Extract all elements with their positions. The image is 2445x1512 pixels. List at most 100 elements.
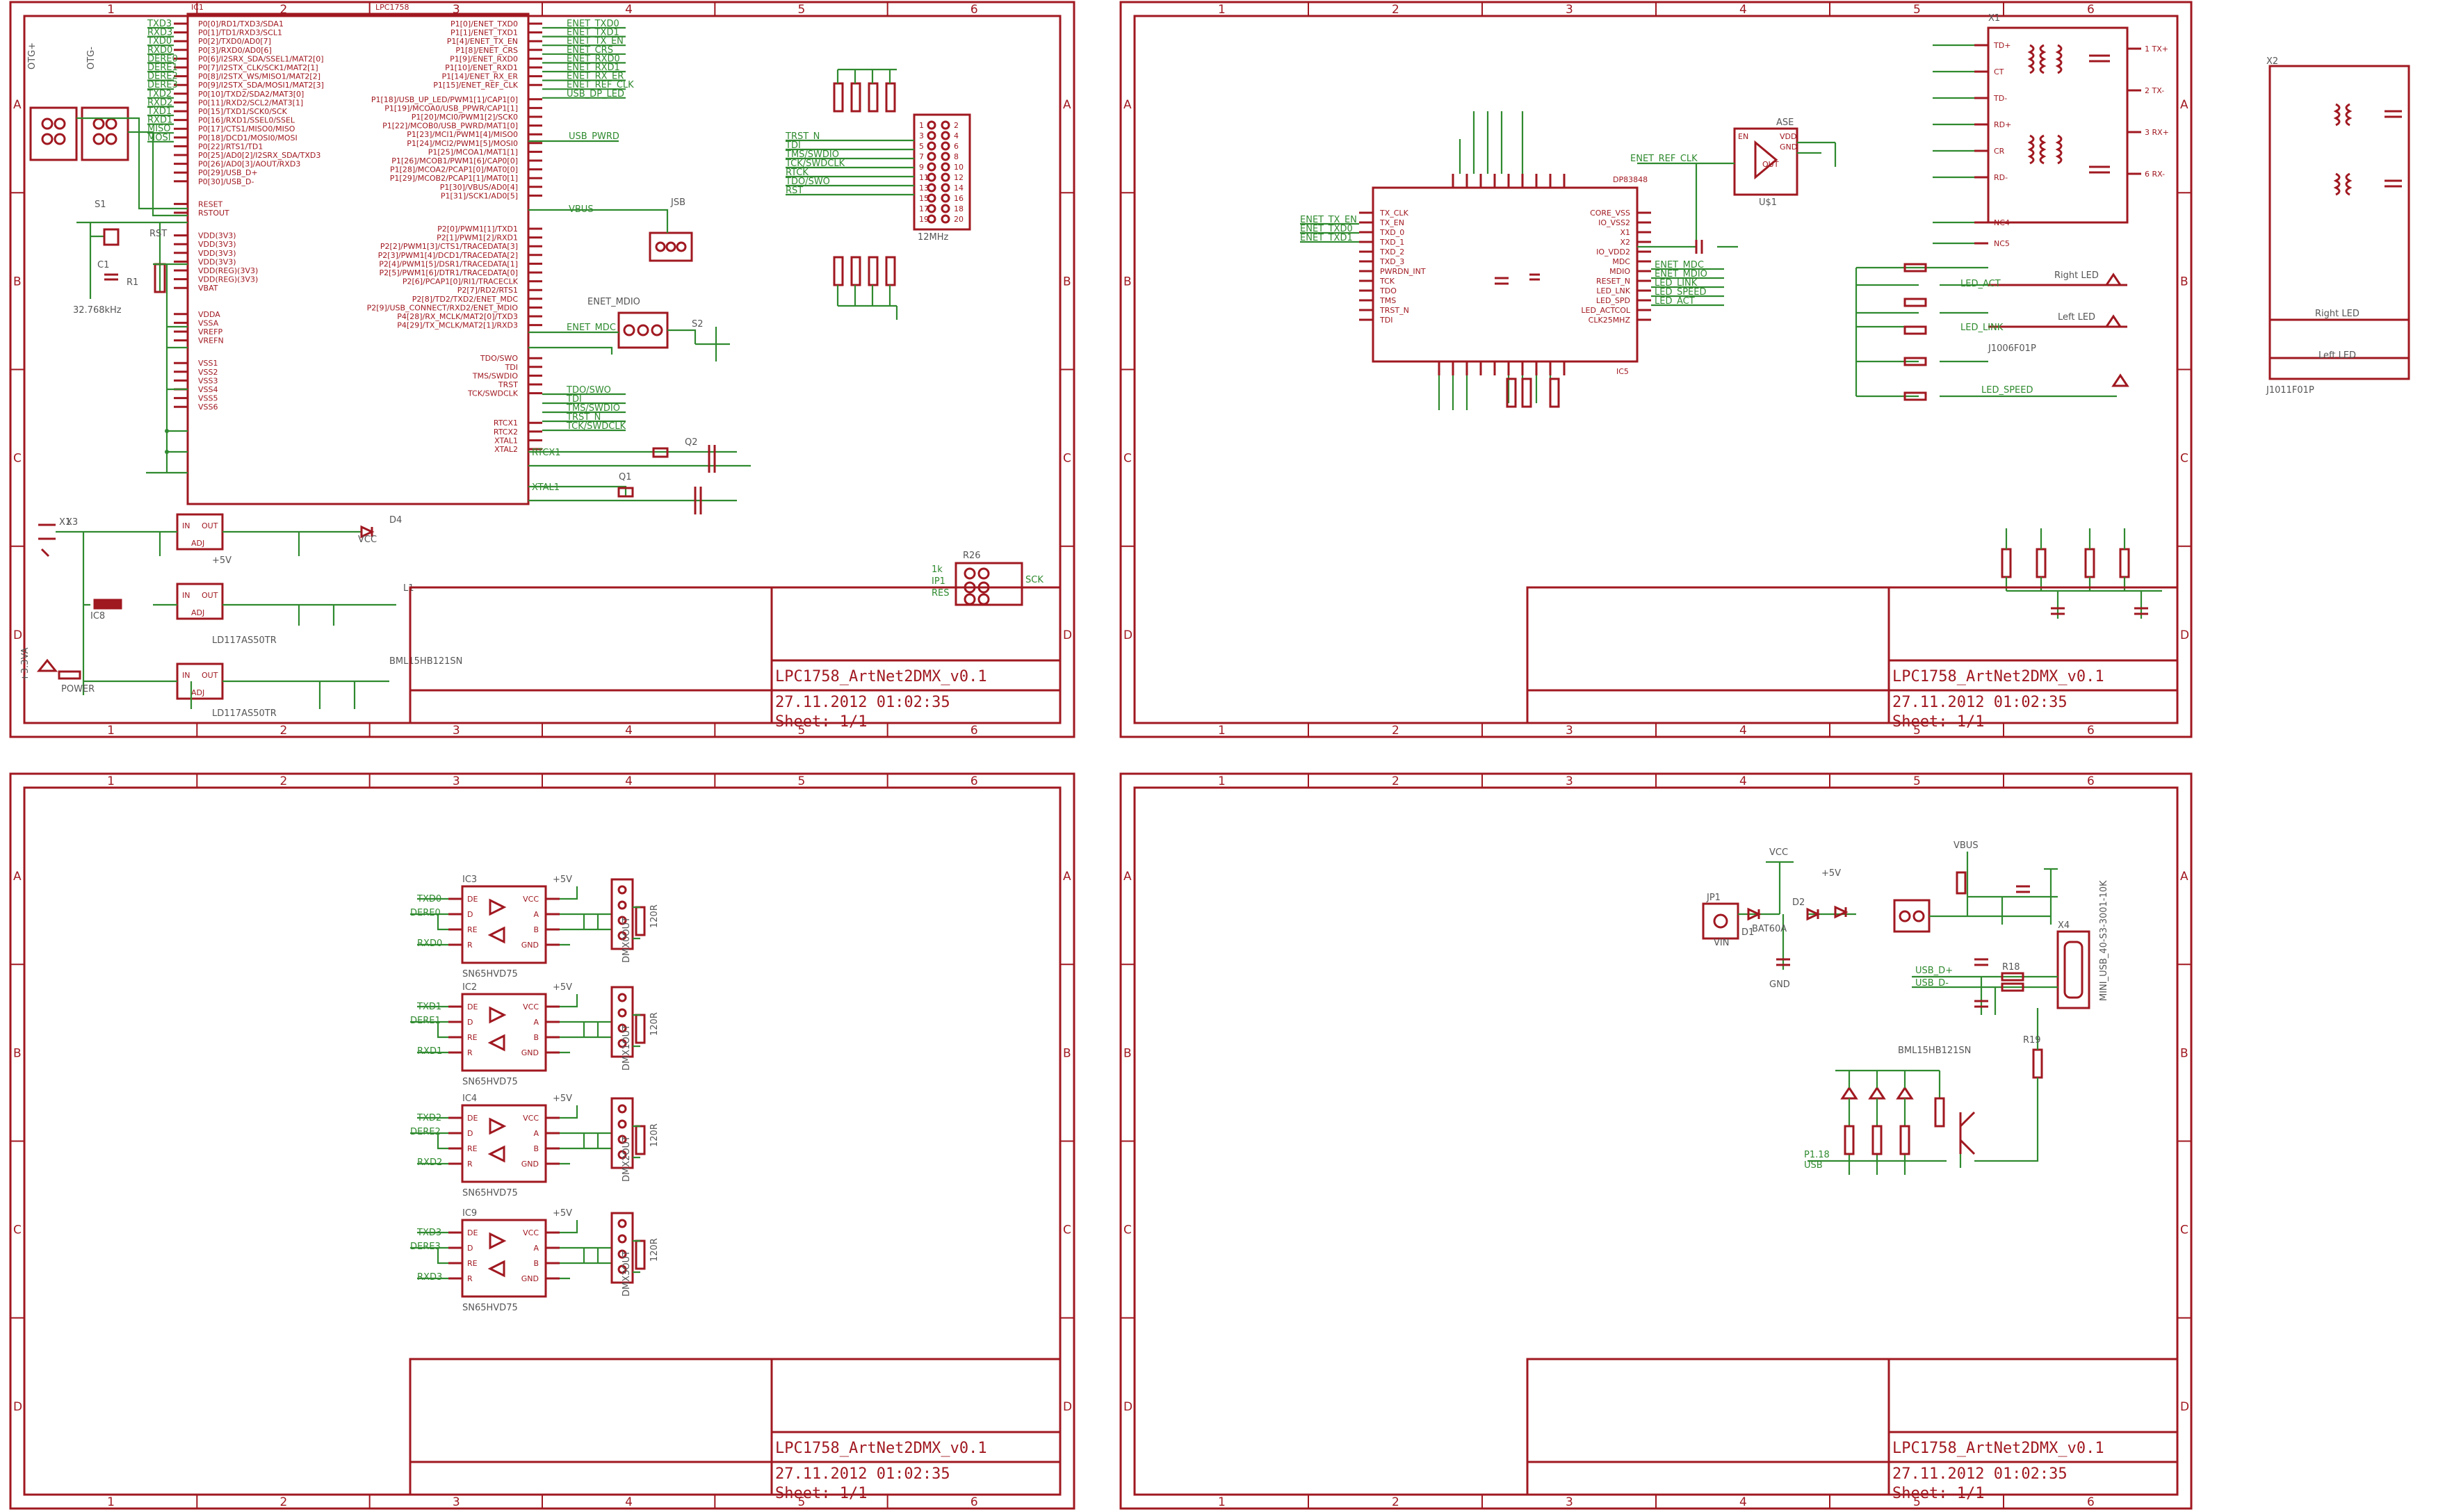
s2-label: S2 bbox=[692, 319, 704, 330]
mdio-area: ENET_MDIO ENET_MDC S2 bbox=[528, 297, 730, 361]
svg-text:18: 18 bbox=[954, 204, 964, 213]
mcu-pin-right: P1[9]/ENET_RXD0 bbox=[450, 54, 518, 63]
mcu-left-net-labels: TXD3RXD3TXD0RXD0DERE0DERE1DERE2DERE3TXD2… bbox=[147, 19, 178, 143]
grid-col-label: 2 bbox=[1392, 1495, 1399, 1509]
svg-text:A: A bbox=[533, 1018, 539, 1027]
jtag-net: RTCK bbox=[786, 168, 809, 178]
x1-pin: RD- bbox=[1994, 173, 2008, 182]
mcu-net-right: TDO/SWO bbox=[566, 385, 611, 396]
svg-text:R: R bbox=[467, 941, 473, 950]
mcu-pin-left: VDD(3V3) bbox=[198, 240, 236, 249]
magjack-x2: X2 J1011F01P Right LED Left LED bbox=[2266, 56, 2410, 396]
grid-row-label: C bbox=[1063, 452, 1071, 466]
mcu-net-right: ENET_RXD0 bbox=[567, 54, 620, 64]
mcu-net-left: DERE2 bbox=[147, 72, 178, 82]
svg-text:A: A bbox=[533, 910, 539, 919]
grid-col-label: 1 bbox=[107, 1495, 115, 1509]
svg-text:16: 16 bbox=[954, 194, 964, 203]
mcu-pin-right: P1[28]/MCOA2/PCAP1[0]/MAT0[0] bbox=[390, 165, 518, 174]
supply-label: +5V bbox=[553, 1094, 572, 1104]
mcu-net-right: TMS/SWDIO bbox=[566, 403, 620, 414]
c1-label: C1 bbox=[97, 260, 109, 270]
jtag-net: TCK/SWDCLK bbox=[785, 158, 845, 169]
svg-text:IN: IN bbox=[182, 671, 190, 680]
grid-col-label: 4 bbox=[625, 3, 633, 17]
rtcx1: RTCX1 bbox=[532, 448, 561, 458]
mosi-net: SCK bbox=[1025, 575, 1043, 585]
grid-row-label: D bbox=[1063, 628, 1072, 642]
grid-col-label: 1 bbox=[107, 774, 115, 788]
x2-left-led: Left LED bbox=[2318, 350, 2356, 361]
oscillator: ASE U$1 EN OUT VDD GND ENET_REF_CLK bbox=[1630, 117, 1837, 254]
phy-pin-left: TDI bbox=[1379, 316, 1392, 325]
title-sheet: Sheet: 1/1 bbox=[1892, 1485, 1984, 1502]
grid-col-label: 4 bbox=[1739, 724, 1747, 738]
mcu-net-right: TDI bbox=[566, 394, 582, 405]
grid-col-label: 4 bbox=[1739, 1495, 1747, 1509]
grid-row-label: B bbox=[1063, 1046, 1071, 1060]
x1-pin: NC4 bbox=[1994, 218, 2010, 227]
left-led-label: Left LED bbox=[2058, 312, 2095, 323]
grid-row-label: B bbox=[1123, 275, 1132, 288]
usb-net: USB bbox=[1804, 1160, 1823, 1171]
x2-ref: X2 bbox=[2266, 56, 2278, 67]
usb-plus3v3: BML15HB121SN bbox=[1898, 1046, 1971, 1056]
title-sheet: Sheet: 1/1 bbox=[775, 1485, 867, 1502]
usb-connector-value: MINI_USB_40-S3-3001-10K bbox=[2099, 880, 2109, 1001]
grid-col-label: 2 bbox=[280, 774, 288, 788]
grid-row-label: A bbox=[1123, 870, 1132, 884]
phy-pin-left: TX_CLK bbox=[1379, 209, 1409, 218]
q2-label: Q2 bbox=[685, 437, 698, 448]
svg-text:GND: GND bbox=[521, 1048, 539, 1057]
x1-output: 2 TX- bbox=[2145, 86, 2164, 95]
svg-text:VCC: VCC bbox=[523, 1114, 539, 1123]
svg-text:8: 8 bbox=[954, 152, 959, 161]
mcu-pin-left: P0[10]/TXD2/SDA2/MAT3[0] bbox=[198, 90, 304, 99]
svg-text:A: A bbox=[533, 1244, 539, 1253]
svg-text:2: 2 bbox=[954, 121, 959, 130]
s1-label: S1 bbox=[95, 200, 106, 210]
ref-clk-net: ENET_REF_CLK bbox=[1630, 154, 1698, 164]
jsb-label: JSB bbox=[670, 197, 685, 208]
mcu-net-right: ENET_RX_ER bbox=[567, 72, 624, 82]
supply-label: +5V bbox=[553, 1208, 572, 1219]
osc-pin-en: EN bbox=[1738, 132, 1748, 141]
mcu-pin-left: RSTOUT bbox=[198, 209, 229, 218]
title-block: LPC1758_ArtNet2DMX_v0.127.11.2012 01:02:… bbox=[1526, 586, 2179, 731]
svg-text:B: B bbox=[533, 1033, 539, 1042]
mcu-pin-left: VSSA bbox=[198, 318, 219, 327]
x1-value: J1006F01P bbox=[1988, 343, 2036, 354]
mcu-pin-right: P2[4]/PWM1[5]/DSR1/TRACEDATA[1] bbox=[379, 259, 518, 268]
mcu-pin-right: P2[5]/PWM1[6]/DTR1/TRACEDATA[0] bbox=[379, 268, 518, 277]
mcu-net-right: TCK/SWDCLK bbox=[566, 421, 626, 432]
mcu-pin-left: VREFN bbox=[198, 336, 224, 346]
svg-text:B: B bbox=[533, 1144, 539, 1153]
phy-pin-left: PWRDN_INT bbox=[1380, 267, 1426, 276]
grid-col-label: 6 bbox=[2087, 3, 2095, 17]
grid-col-label: 6 bbox=[2087, 724, 2095, 738]
phy-pin-right: LED_ACTCOL bbox=[1581, 306, 1630, 315]
p118-net: P1.18 bbox=[1804, 1150, 1830, 1160]
grid-col-label: 5 bbox=[798, 3, 806, 17]
svg-text:DE: DE bbox=[467, 1228, 478, 1237]
sheet-usb: JP1 VIN VCC D1 D2 BAT60A GND +5V VBUS MI… bbox=[1702, 840, 2109, 1175]
mcu-pin-left: P0[8]/I2STX_WS/MISO1/MAT2[2] bbox=[198, 72, 320, 81]
svg-text:19: 19 bbox=[919, 215, 929, 224]
transceiver-value: SN65HVD75 bbox=[462, 969, 518, 979]
grid-row-label: C bbox=[1123, 1224, 1132, 1237]
mcu-pin-right: TMS/SWDIO bbox=[472, 371, 518, 380]
grid-col-label: 3 bbox=[1566, 3, 1573, 17]
mcu-pin-right: P1[15]/ENET_REF_CLK bbox=[433, 81, 518, 90]
osc-ref: U$1 bbox=[1759, 197, 1777, 208]
jtag-net: TDI bbox=[785, 140, 801, 151]
grid-col-label: 4 bbox=[625, 724, 633, 738]
jp1-body bbox=[1702, 902, 1739, 940]
svg-text:RE: RE bbox=[467, 1259, 478, 1268]
grid-col-label: 3 bbox=[1566, 1495, 1573, 1509]
osc-pin-vdd: VDD bbox=[1780, 132, 1796, 141]
led-act-net: LED_ACT bbox=[1960, 279, 2001, 289]
mcu-pin-right: P2[6]/PCAP1[0]/RI1/TRACECLK bbox=[403, 277, 519, 286]
